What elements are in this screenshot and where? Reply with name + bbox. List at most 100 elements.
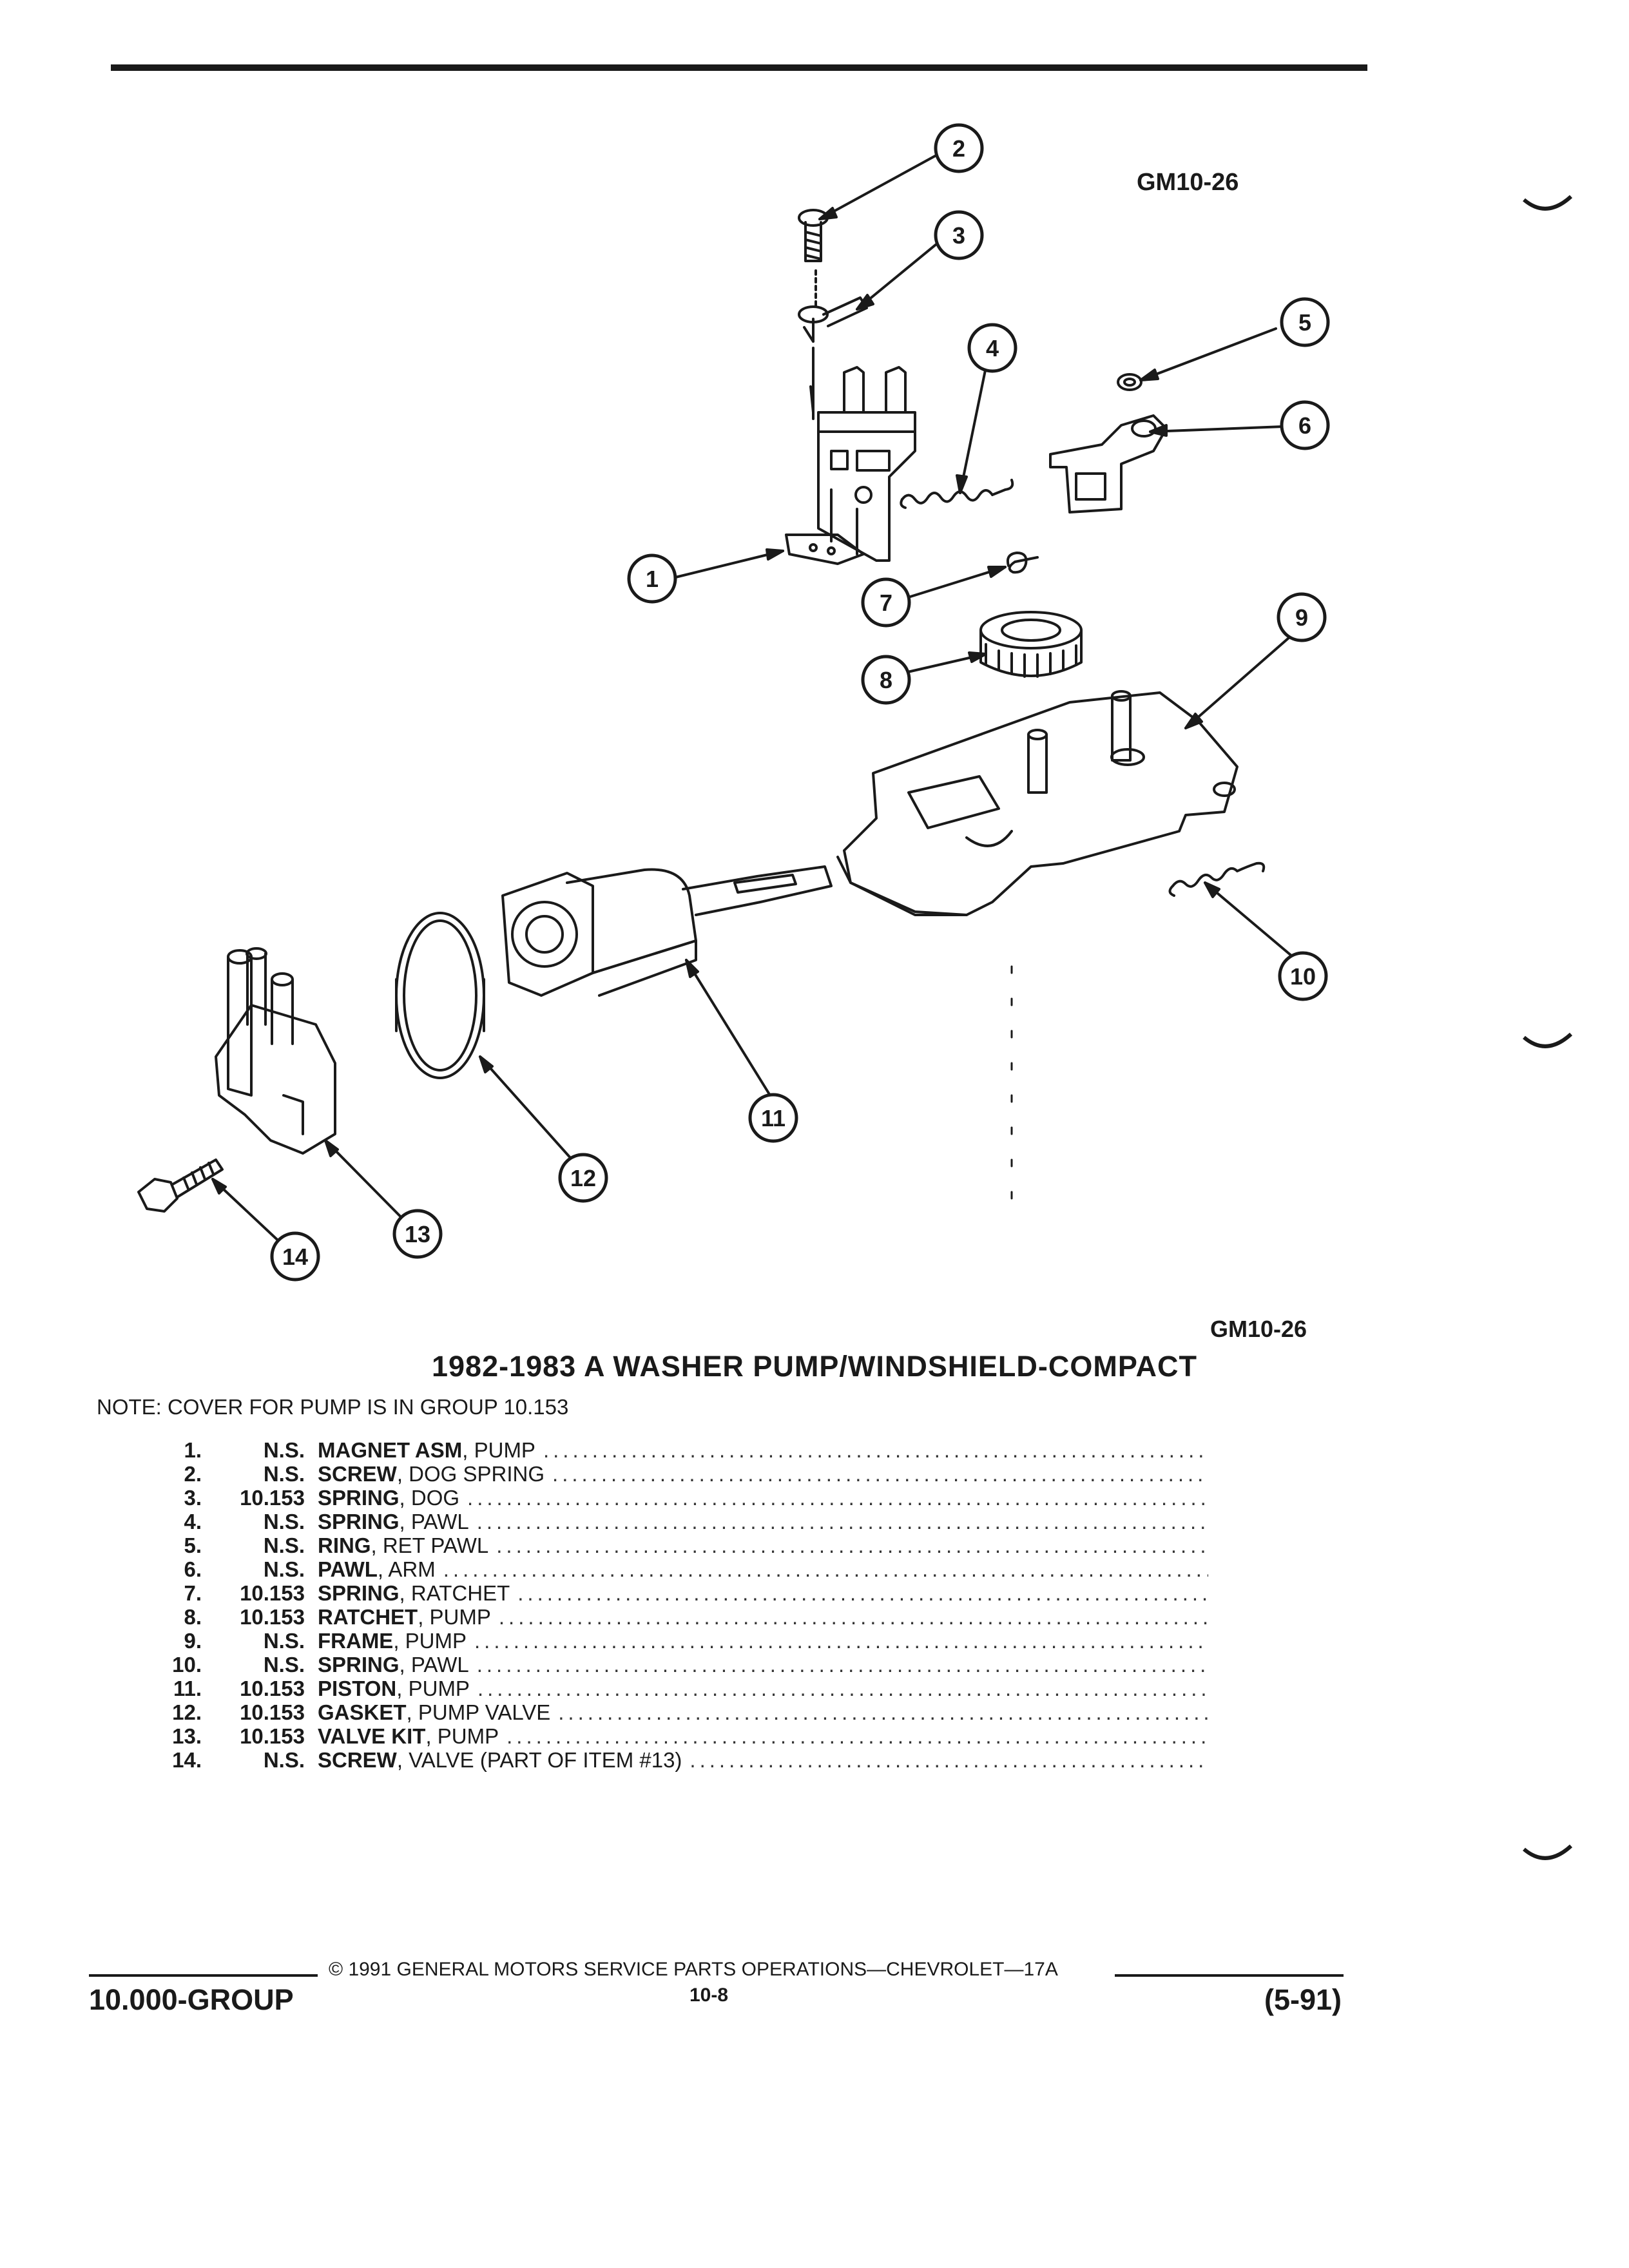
part-14-valve-screw <box>137 1158 224 1213</box>
part-5-ring <box>1117 373 1142 391</box>
leader-dots: ........................................… <box>496 1533 1208 1557</box>
figure-reference-bottom: GM10-26 <box>1210 1316 1307 1342</box>
leader-dots: ........................................… <box>498 1605 1208 1629</box>
part-name: MAGNET ASM <box>318 1438 463 1462</box>
part-number: 6. <box>184 1557 202 1581</box>
page-title: 1982-1983 A WASHER PUMP/WINDSHIELD-COMPA… <box>431 1350 1197 1383</box>
part-group: N.S. <box>263 1629 305 1653</box>
leader-dots: ........................................… <box>543 1438 1208 1462</box>
callout-label: 6 <box>1298 412 1311 439</box>
part-name: PAWL <box>318 1557 378 1581</box>
part-group: N.S. <box>263 1438 305 1462</box>
callout-circle <box>1280 297 1330 347</box>
part-9-frame <box>836 690 1239 916</box>
part-number: 8. <box>184 1605 202 1629</box>
callout-label: 7 <box>880 590 892 616</box>
part-group: N.S. <box>263 1748 305 1772</box>
callout-circle <box>967 323 1017 373</box>
callout-label: 11 <box>761 1105 786 1131</box>
parts-list: 1.N.S.MAGNET ASM, PUMP..................… <box>164 1438 1208 1772</box>
callout-label: 12 <box>570 1165 596 1191</box>
footer-copyright: © 1991 GENERAL MOTORS SERVICE PARTS OPER… <box>329 1959 1058 1980</box>
part-description: , PUMP <box>396 1677 470 1700</box>
part-description: , RET PAWL <box>371 1533 489 1557</box>
part-7-ratchet-spring <box>1006 552 1039 574</box>
callout-label: 2 <box>952 135 965 162</box>
callout-circle <box>748 1093 798 1143</box>
part-row: 14.N.S.SCREW, VALVE (PART OF ITEM #13)..… <box>164 1748 1208 1772</box>
leader-lines <box>211 150 1309 1258</box>
leader-dots: ........................................… <box>517 1581 1208 1605</box>
binding-mark <box>1523 1032 1572 1048</box>
part-name: VALVE KIT <box>318 1724 426 1748</box>
part-8-ratchet <box>979 611 1083 678</box>
callout-circle <box>1280 400 1330 450</box>
leader-dots: ........................................… <box>477 1677 1208 1700</box>
part-12-gasket <box>395 912 485 1079</box>
part-name: GASKET <box>318 1700 407 1724</box>
part-description: , PAWL <box>399 1510 469 1533</box>
part-name: RATCHET <box>318 1605 418 1629</box>
callout-label: 13 <box>405 1221 430 1247</box>
callout-circle <box>1278 951 1328 1001</box>
part-name: RING <box>318 1533 371 1557</box>
part-name: SPRING <box>318 1581 400 1605</box>
part-number: 10. <box>172 1653 202 1677</box>
part-group: 10.153 <box>240 1700 305 1724</box>
callout-label: 5 <box>1298 309 1311 336</box>
part-row: 1. N.S. MAGNET ASM, PUMP..................… <box>164 1438 1208 1462</box>
callout-label: 1 <box>646 566 659 592</box>
part-group: N.S. <box>263 1462 305 1486</box>
footer-group: 10.000-GROUP <box>89 1983 294 2016</box>
part-name: SCREW <box>318 1462 397 1486</box>
leader-dots: ........................................… <box>476 1510 1208 1533</box>
leader-dots: ........................................… <box>474 1629 1208 1653</box>
part-description: , PUMP <box>425 1724 499 1748</box>
part-group: 10.153 <box>240 1605 305 1629</box>
part-group: 10.153 <box>240 1581 305 1605</box>
part-group: N.S. <box>263 1557 305 1581</box>
callout-label: 10 <box>1290 963 1316 990</box>
callout-circle <box>934 210 984 260</box>
part-description: , DOG <box>399 1486 460 1510</box>
part-4-pawl-spring <box>900 479 1014 509</box>
leader-dots: ........................................… <box>467 1486 1208 1510</box>
part-row: 9.N.S.FRAME, PUMP.......................… <box>164 1629 1208 1653</box>
part-description: , PUMP <box>462 1438 535 1462</box>
part-group: N.S. <box>263 1653 305 1677</box>
callout-circle <box>392 1209 443 1259</box>
leader-dots: ........................................… <box>689 1748 1208 1772</box>
part-group: 10.153 <box>240 1486 305 1510</box>
leader-dots: ........................................… <box>558 1700 1208 1724</box>
part-description: , PAWL <box>399 1653 469 1677</box>
part-description: , DOG SPRING <box>396 1462 545 1486</box>
callout-circle <box>270 1231 320 1282</box>
callout-label: 3 <box>952 222 965 249</box>
binding-mark <box>1523 1844 1572 1860</box>
part-row: 10.N.S.SPRING, PAWL.....................… <box>164 1653 1208 1677</box>
part-number: 7. <box>184 1581 202 1605</box>
part-number: 1. <box>184 1438 202 1462</box>
footer-rule-left <box>89 1974 318 1977</box>
part-number: 13. <box>172 1724 202 1748</box>
part-13-valve-kit <box>215 947 336 1155</box>
callout-circle <box>934 123 984 173</box>
callout-label: 4 <box>986 335 999 361</box>
footer-date: (5-91) <box>1264 1983 1342 2016</box>
part-name: SCREW <box>318 1748 397 1772</box>
callout-label: 9 <box>1295 604 1308 631</box>
leader-dots: ........................................… <box>476 1653 1208 1677</box>
part-number: 4. <box>184 1510 202 1533</box>
footer-page-number: 10-8 <box>689 1984 729 2006</box>
figure-reference-top: GM10-26 <box>1137 169 1239 196</box>
part-description: , PUMP <box>418 1605 491 1629</box>
leader-dots: ........................................… <box>506 1724 1208 1748</box>
part-number: 3. <box>184 1486 202 1510</box>
leader-dots: ........................................… <box>443 1557 1208 1581</box>
part-group: N.S. <box>263 1510 305 1533</box>
